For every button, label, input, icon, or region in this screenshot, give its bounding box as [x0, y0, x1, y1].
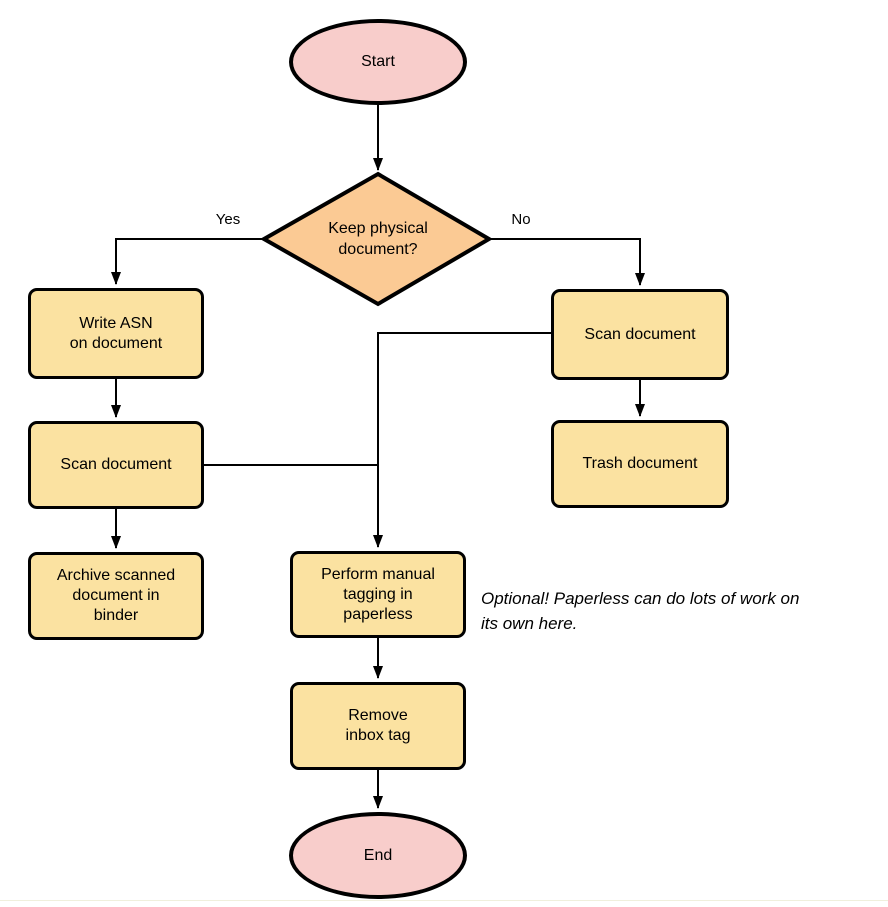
node-trash-document-label: Trash document — [582, 455, 698, 472]
node-write-asn: Write ASN on document — [28, 288, 204, 379]
edge-scanright-tagging — [373, 332, 551, 548]
node-remove-inbox-tag-label: Remove inbox tag — [345, 707, 411, 744]
node-manual-tagging-label: Perform manual tagging in paperless — [321, 565, 435, 623]
node-scan-document-right: Scan document — [551, 289, 729, 380]
edge-label-yes: Yes — [215, 211, 241, 228]
node-archive-binder-label: Archive scanned document in binder — [56, 567, 176, 624]
node-decision-shape — [259, 171, 493, 307]
node-scan-document-left: Scan document — [28, 421, 204, 509]
node-decision: Keep physical document? — [268, 174, 488, 304]
node-scan-document-left-label: Scan document — [60, 456, 172, 473]
node-manual-tagging: Perform manual tagging in paperless — [290, 551, 466, 638]
node-end: End — [289, 812, 467, 899]
edge-label-no: No — [511, 211, 531, 228]
optional-note: Optional! Paperless can do lots of work … — [481, 589, 800, 633]
edge-decision-yes — [111, 238, 264, 285]
bottom-edge-line — [0, 900, 888, 901]
node-start: Start — [289, 19, 467, 105]
node-write-asn-label: Write ASN on document — [69, 314, 163, 352]
edge-decision-no — [489, 238, 645, 286]
node-archive-binder: Archive scanned document in binder — [28, 552, 204, 640]
node-end-label: End — [363, 846, 393, 864]
node-scan-document-right-label: Scan document — [584, 325, 696, 343]
node-start-label: Start — [361, 53, 395, 70]
node-remove-inbox-tag: Remove inbox tag — [290, 682, 466, 770]
node-trash-document: Trash document — [551, 420, 729, 508]
node-decision-label: Keep physical document? — [328, 220, 428, 258]
